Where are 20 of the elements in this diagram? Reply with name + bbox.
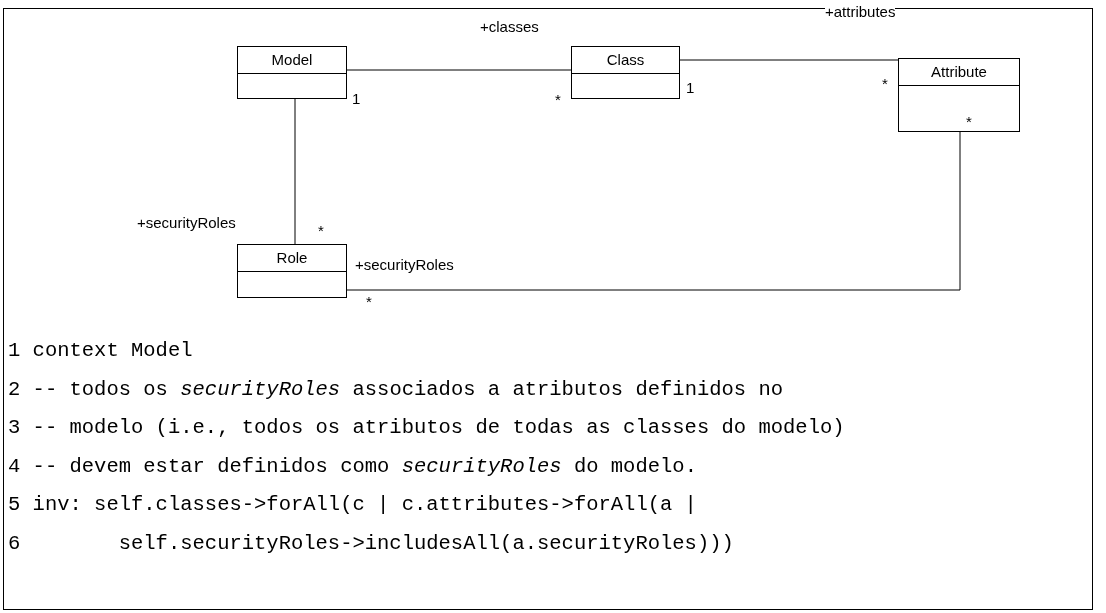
class-name: Attribute [899,59,1019,86]
association-line [346,131,961,291]
class-box [898,58,1020,132]
code-line: 2 -- todos os securityRoles associados a atributos definidos no [8,377,784,402]
code-line: 1 context Model [8,339,193,363]
code-line: 3 -- modelo (i.e., todos os atributos de todas as classes do modelo) [8,416,845,440]
class-box [237,46,347,99]
association-line [294,98,296,245]
class-name: Model [238,47,346,74]
association-line [346,69,572,71]
class-box [237,244,347,298]
code-line: 6 self.securityRoles->includesAll(a.securityRoles))) [8,531,734,556]
class-box [571,46,680,99]
class-name: Role [238,245,346,272]
association-line [679,59,899,61]
code-line: 5 inv: self.classes->forAll(c | c.attributes->forAll(a | [8,493,697,517]
class-name: Class [572,47,679,74]
role-name: +securityRoles [137,214,236,232]
code-line: 4 -- devem estar definidos como securityRoles do modelo. [8,454,697,479]
role-name: +securityRoles [355,256,454,274]
